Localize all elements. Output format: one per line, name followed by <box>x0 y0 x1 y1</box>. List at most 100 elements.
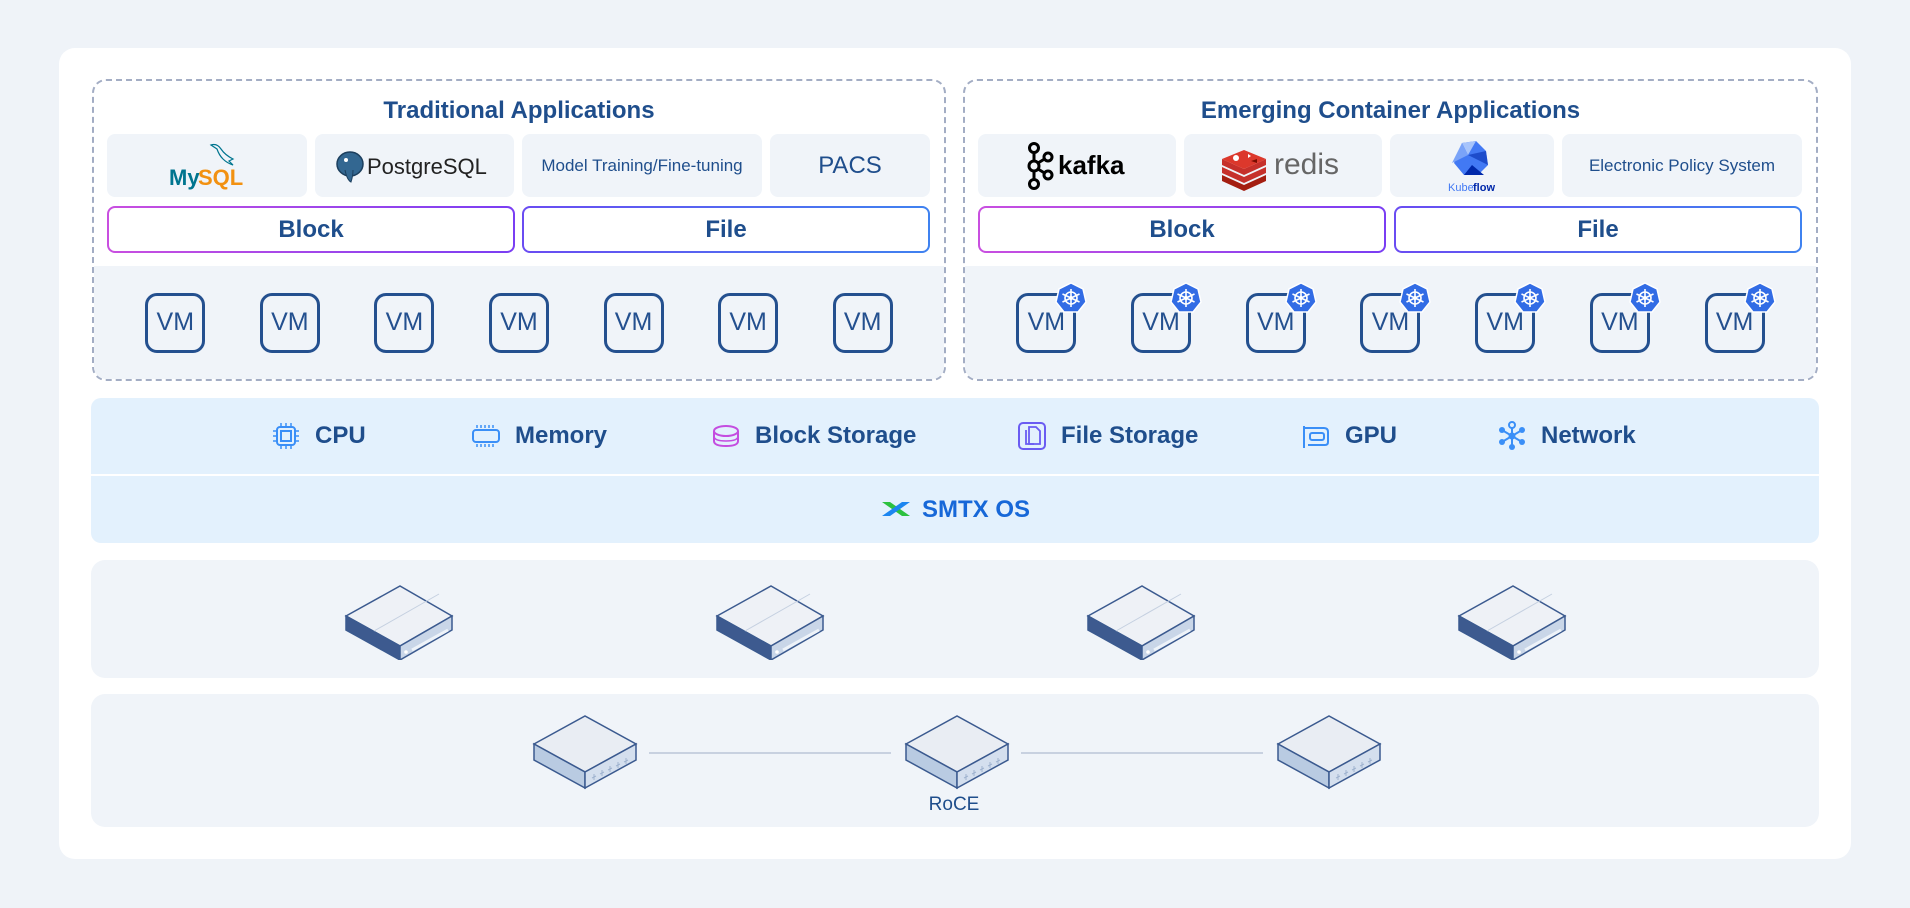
vm-label: VM <box>729 308 767 336</box>
app-tile-model-training: Model Training/Fine-tuning <box>522 134 762 197</box>
resource-label: Memory <box>515 422 608 449</box>
vm-label: VM <box>500 308 538 336</box>
network-switches-panel: RoCE <box>91 694 1819 827</box>
physical-servers-panel <box>91 560 1819 678</box>
file-storage-icon <box>1018 422 1046 450</box>
vm-icon: VM <box>374 292 435 353</box>
switch-icon <box>904 714 1010 792</box>
vm-icon: VM <box>1245 281 1317 353</box>
vm-label: VM <box>1257 308 1295 336</box>
vm-label: VM <box>1142 308 1180 336</box>
kubernetes-icon <box>1170 281 1202 313</box>
svg-text:flow: flow <box>1473 182 1495 194</box>
network-icon <box>1499 421 1525 450</box>
svg-text:My: My <box>169 165 200 190</box>
server-icon <box>1086 578 1196 662</box>
vm-icon: VM <box>832 292 893 353</box>
svg-text:PostgreSQL: PostgreSQL <box>367 154 487 179</box>
svg-text:kafka: kafka <box>1058 150 1125 180</box>
vm-icon: VM <box>1131 281 1202 353</box>
resource-label: Block Storage <box>755 422 917 449</box>
server-icon <box>715 578 825 662</box>
svg-text:redis: redis <box>1274 148 1339 181</box>
vm-label: VM <box>1371 308 1410 336</box>
vm-label: VM <box>614 308 653 336</box>
kubernetes-icon <box>1284 281 1317 313</box>
app-label: Model Training/Fine-tuning <box>541 155 743 175</box>
app-tile-redis: redis <box>1184 134 1382 197</box>
vm-label: VM <box>1486 308 1524 336</box>
block-storage-box: Block <box>107 206 515 253</box>
switch-icon <box>1276 714 1382 792</box>
vm-icon: VM <box>718 292 779 353</box>
vm-icon: VM <box>603 292 664 353</box>
vm-icon: VM <box>259 292 320 353</box>
resource-memory: Memory <box>471 398 607 474</box>
kubernetes-icon <box>1055 281 1088 313</box>
resource-label: Network <box>1541 422 1636 449</box>
vm-icon: VM <box>1704 281 1776 353</box>
vm-label: VM <box>1601 308 1639 336</box>
cpu-icon <box>273 423 299 449</box>
resource-block-storage: Block Storage <box>711 398 916 474</box>
server-icon <box>344 578 454 662</box>
roce-label: RoCE <box>928 794 980 815</box>
resource-network: Network <box>1497 398 1636 474</box>
vm-icon: VM <box>1589 281 1661 353</box>
app-tile-kafka: kafka <box>978 134 1176 197</box>
resource-pool-strip: CPU Memory Block Storage File Storage <box>91 398 1819 474</box>
kubernetes-icon <box>1399 281 1432 313</box>
mysql-logo: My SQL <box>169 143 243 190</box>
vm-label: VM <box>1715 308 1754 336</box>
smtx-logo <box>881 501 910 516</box>
block-storage-icon <box>713 425 739 448</box>
vm-icon: VM <box>1475 281 1546 353</box>
app-tile-mysql: My SQL <box>107 134 307 197</box>
kubeflow-logo: Kube flow <box>1448 140 1495 194</box>
resource-gpu: GPU <box>1301 398 1397 474</box>
postgresql-logo: PostgreSQL <box>335 150 487 183</box>
memory-icon <box>472 425 500 447</box>
vm-label: VM <box>843 308 882 336</box>
file-storage-box: File <box>1394 206 1802 253</box>
vm-icon: VM <box>1360 281 1432 353</box>
resource-label: GPU <box>1345 422 1398 449</box>
vm-label: VM <box>271 308 309 336</box>
vm-label: VM <box>385 308 424 336</box>
app-label: Electronic Policy System <box>1588 155 1776 175</box>
app-tile-electronic-policy-system: Electronic Policy System <box>1562 134 1802 197</box>
network-link <box>1021 752 1263 754</box>
block-storage-box: Block <box>978 206 1386 253</box>
traditional-applications-group: Traditional Applications My SQL PostgreS… <box>92 79 946 381</box>
vm-icon: VM <box>488 292 549 353</box>
app-label: PACS <box>818 151 882 179</box>
group-title: Emerging Container Applications <box>1200 97 1581 124</box>
vm-icon: VM <box>145 292 206 353</box>
network-link <box>649 752 891 754</box>
container-applications-group: Emerging Container Applications kafka <box>963 79 1818 381</box>
vm-area: VM VM VM VM VM VM VM <box>94 266 944 379</box>
kubernetes-icon <box>1629 281 1661 313</box>
resource-file-storage: File Storage <box>1017 398 1198 474</box>
svg-text:SQL: SQL <box>198 165 243 190</box>
kubernetes-icon <box>1514 281 1546 313</box>
resource-cpu: CPU <box>271 398 366 474</box>
app-tile-kubeflow: Kube flow <box>1390 134 1554 197</box>
file-storage-box: File <box>522 206 930 253</box>
app-tile-postgresql: PostgreSQL <box>315 134 514 197</box>
app-tile-pacs: PACS <box>770 134 930 197</box>
switch-icon <box>532 714 638 792</box>
vm-label: VM <box>156 308 195 336</box>
group-title: Traditional Applications <box>383 97 655 124</box>
vm-area: VM VM VM VM VM VM VM <box>965 266 1816 379</box>
resource-label: CPU <box>315 422 366 449</box>
os-label: SMTX OS <box>921 495 1030 523</box>
vm-icon: VM <box>1016 281 1088 353</box>
redis-logo: redis <box>1222 148 1339 191</box>
os-layer: SMTX OS <box>91 476 1819 543</box>
kubernetes-icon <box>1743 281 1776 313</box>
kafka-logo: kafka <box>1027 141 1125 190</box>
vm-label: VM <box>1027 308 1066 336</box>
svg-text:Kube: Kube <box>1448 182 1474 194</box>
server-icon <box>1457 578 1567 662</box>
